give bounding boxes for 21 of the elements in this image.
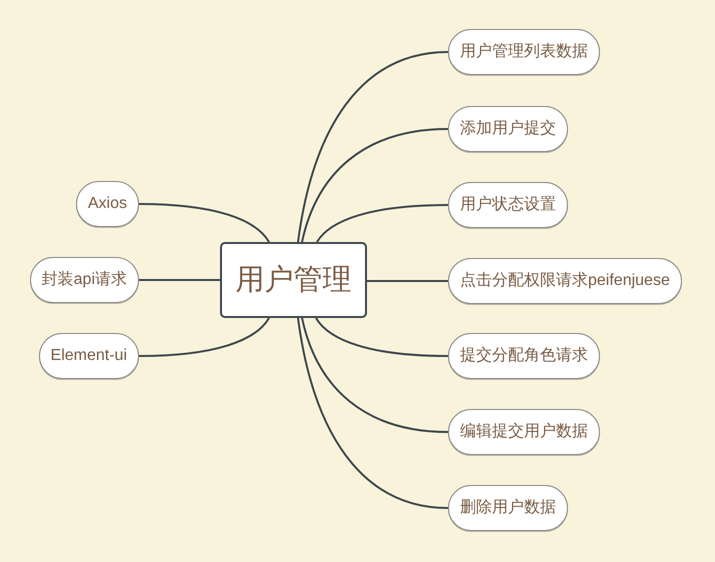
subtopic-pill: Axios (76, 181, 139, 227)
connector-line (138, 203, 270, 243)
subtopic-pill: 编辑提交用户数据 (448, 409, 600, 455)
subtopic-pill: 点击分配权限请求peifenjuese (448, 258, 682, 304)
connector-line (301, 128, 448, 242)
connector-line (297, 51, 448, 242)
connector-line (138, 317, 270, 357)
connector-line (315, 317, 448, 357)
central-topic-box: 用户管理 (220, 242, 367, 318)
connector-line (301, 318, 448, 433)
connector-line (297, 318, 448, 509)
connector-line (316, 204, 448, 243)
subtopic-pill: 封装api请求 (30, 257, 139, 303)
subtopic-pill: 删除用户数据 (448, 485, 568, 531)
connector-line (139, 279, 220, 281)
connector-line (367, 280, 448, 282)
subtopic-pill: 添加用户提交 (448, 106, 568, 152)
subtopic-pill: 用户状态设置 (448, 182, 568, 228)
subtopic-pill: Element-ui (38, 333, 139, 379)
subtopic-pill: 用户管理列表数据 (448, 29, 600, 75)
subtopic-pill: 提交分配角色请求 (448, 333, 600, 379)
